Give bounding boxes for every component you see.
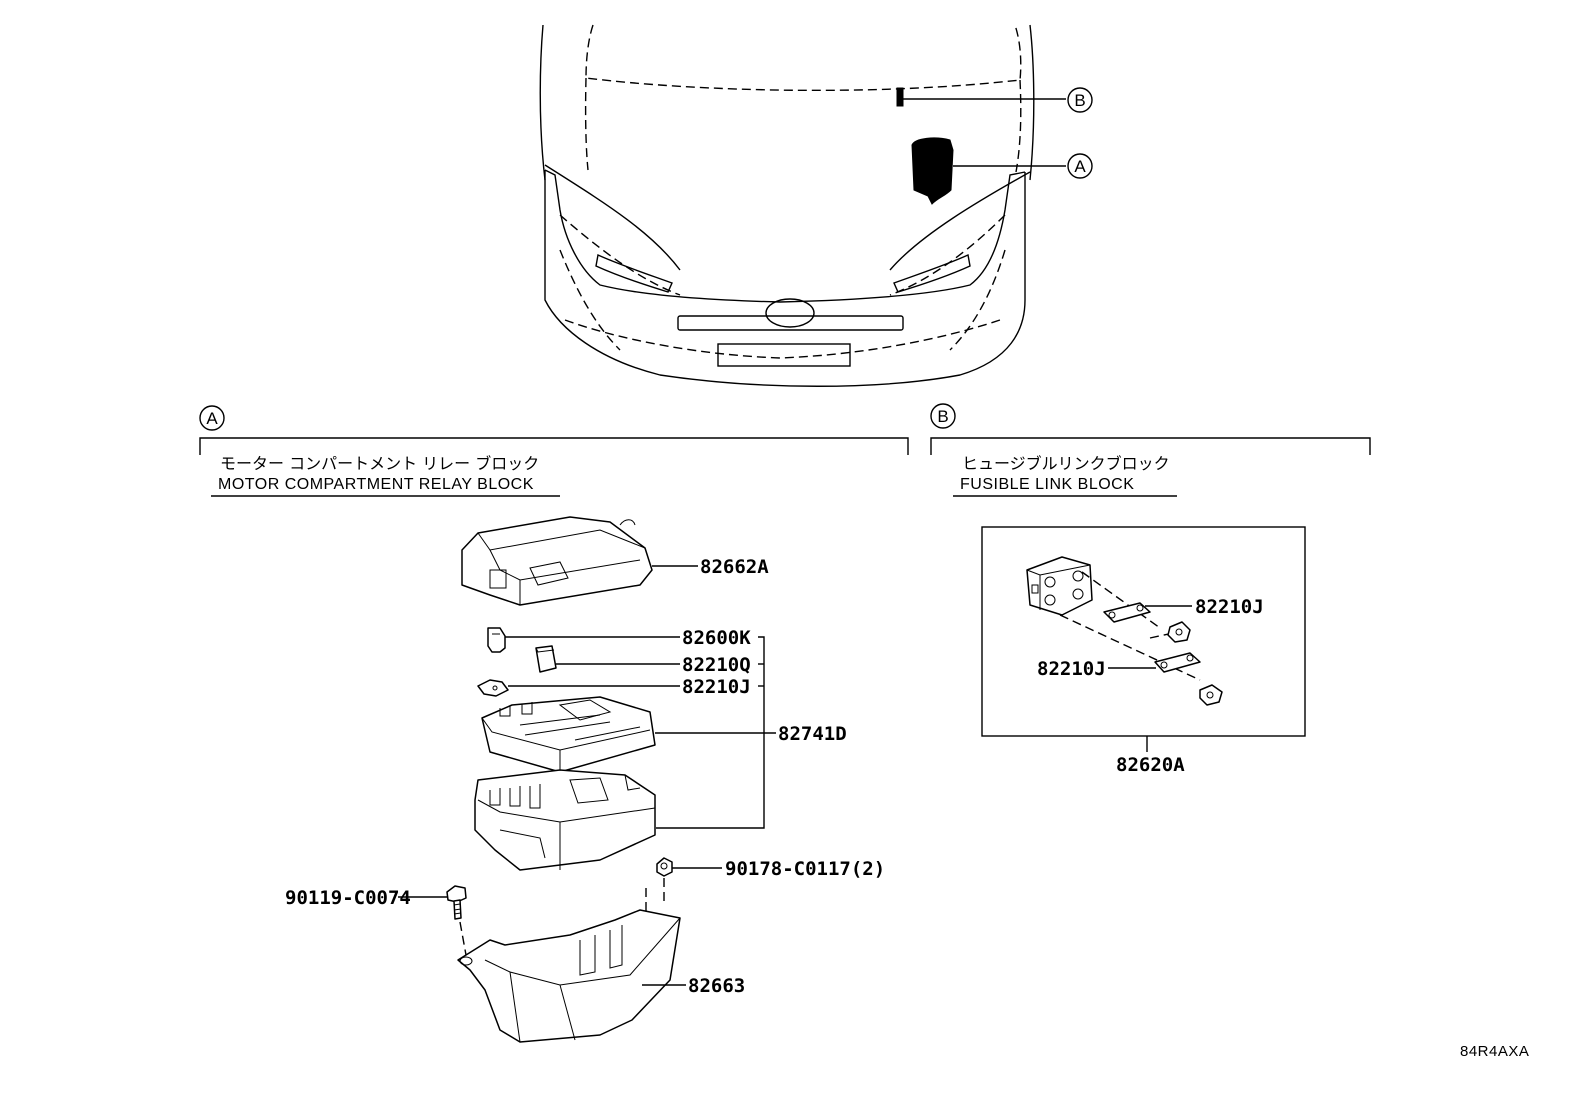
fusible-link-box <box>981 526 1306 737</box>
fusible-link-block[interactable] <box>1026 556 1093 616</box>
svg-text:A: A <box>206 409 218 428</box>
callout-a-section[interactable]: A <box>199 405 225 431</box>
section-b-title-jp: ヒュージブルリンクブロック <box>962 454 1170 473</box>
callout-a-top[interactable]: A <box>1067 153 1093 179</box>
link-plate-82210j-a[interactable] <box>477 679 509 697</box>
part-number-82210j-a[interactable]: 82210J <box>682 676 751 698</box>
part-number-82210j-b2[interactable]: 82210J <box>1037 658 1106 680</box>
section-a-frame <box>199 437 909 455</box>
part-number-82741d[interactable]: 82741D <box>778 723 847 745</box>
fuse-82600k[interactable] <box>487 627 506 653</box>
nut-90178[interactable] <box>656 857 673 877</box>
bolt-90119[interactable] <box>446 885 467 920</box>
section-b-frame <box>930 437 1371 455</box>
svg-text:B: B <box>1074 91 1085 110</box>
part-number-82210j-b1[interactable]: 82210J <box>1195 596 1264 618</box>
part-number-82600k[interactable]: 82600K <box>682 627 751 649</box>
nut-fusible-1[interactable] <box>1167 621 1191 643</box>
part-number-90178-c0117[interactable]: 90178-C0117(2) <box>725 858 885 880</box>
relay-82210q[interactable] <box>535 645 557 673</box>
relay-block-cover[interactable] <box>461 516 653 606</box>
nut-fusible-2[interactable] <box>1199 684 1223 706</box>
callout-b-section[interactable]: B <box>930 403 956 429</box>
link-plate-82210j-b2[interactable] <box>1154 652 1201 673</box>
part-number-90119-c0074[interactable]: 90119-C0074 <box>285 887 411 909</box>
relay-block-lower-case[interactable] <box>457 909 681 1043</box>
part-number-82210q[interactable]: 82210Q <box>682 654 751 676</box>
part-number-82662a[interactable]: 82662A <box>700 556 769 578</box>
diagram-code: 84R4AXA <box>1460 1043 1529 1060</box>
svg-text:A: A <box>1074 157 1086 176</box>
section-b-title-en: FUSIBLE LINK BLOCK <box>960 476 1134 493</box>
vehicle-front-view <box>539 24 1066 387</box>
relay-block-upper[interactable] <box>481 696 656 773</box>
part-number-82620a[interactable]: 82620A <box>1116 754 1185 776</box>
svg-text:B: B <box>937 407 948 426</box>
relay-block-base[interactable] <box>474 769 656 871</box>
link-plate-82210j-b1[interactable] <box>1103 602 1151 623</box>
section-a-title-en: MOTOR COMPARTMENT RELAY BLOCK <box>218 476 534 493</box>
part-number-82663[interactable]: 82663 <box>688 975 745 997</box>
section-a-title-jp: モーター コンパートメント リレー ブロック <box>220 454 539 473</box>
callout-b-top[interactable]: B <box>1067 87 1093 113</box>
